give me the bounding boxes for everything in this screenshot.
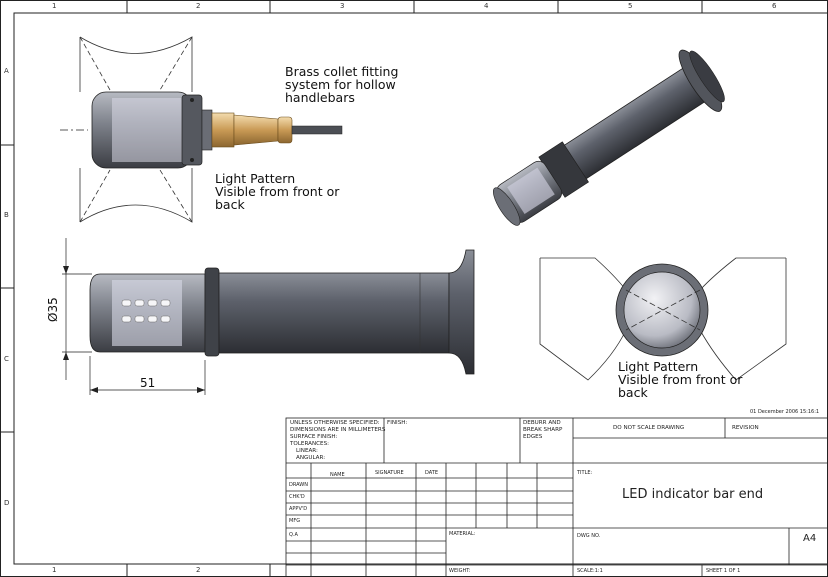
zone-col-1: 1 (52, 2, 57, 10)
diameter-dimension: Ø35 (46, 297, 60, 322)
brass-fitting-note: Brass collet fitting system for hollow h… (285, 65, 398, 104)
finish-label: FINISH: (387, 420, 408, 426)
title-label: TITLE: (577, 470, 593, 476)
note-line: back (215, 197, 245, 212)
spec-line: DIMENSIONS ARE IN MILLIMETERS (290, 427, 386, 433)
zone-col-5: 5 (628, 2, 633, 10)
row-drawn: DRAWN (289, 482, 308, 488)
col-date-header: DATE (425, 470, 439, 476)
side-view-top (60, 36, 343, 223)
spec-line: ANGULAR: (296, 455, 326, 461)
dwg-no-label: DWG NO. (577, 533, 601, 539)
deburr-line: DEBURR AND (523, 420, 561, 426)
light-pattern-note-right: Light Pattern Visible from front or back (618, 360, 742, 399)
material-label: MATERIAL: (449, 531, 476, 537)
zone-row-c: C (4, 355, 9, 363)
weight-label: WEIGHT: (449, 568, 471, 574)
spec-line: UNLESS OTHERWISE SPECIFIED: (290, 420, 380, 426)
revision-label: REVISION (732, 425, 759, 431)
note-line: back (618, 385, 648, 400)
length-dimension: 51 (140, 376, 156, 390)
sheet-label: SHEET 1 OF 1 (706, 568, 741, 574)
note-line: system for hollow (285, 77, 396, 92)
zone-col-6: 6 (772, 2, 777, 10)
zone-row-b: B (4, 211, 9, 219)
row-qa: Q.A (289, 532, 298, 538)
zone-col-3: 3 (340, 2, 345, 10)
row-checked: CHK'D (289, 494, 305, 500)
deburr-line: EDGES (523, 434, 543, 440)
row-mfg: MFG (289, 518, 301, 524)
zone-row-d: D (4, 499, 10, 507)
general-spec-notes: UNLESS OTHERWISE SPECIFIED: DIMENSIONS A… (290, 420, 385, 462)
deburr-note: DEBURR AND BREAK SHARP EDGES (523, 420, 562, 441)
zone-col-1-bottom: 1 (52, 566, 57, 574)
do-not-scale-label: DO NOT SCALE DRAWING (613, 425, 685, 431)
spec-line: SURFACE FINISH: (290, 434, 338, 440)
drawing-title: LED indicator bar end (622, 487, 764, 502)
spec-line: TOLERANCES: (290, 441, 330, 447)
note-line: Light Pattern (215, 171, 296, 186)
light-pattern-note-top: Light Pattern Visible from front or back (215, 172, 339, 211)
isometric-view (493, 49, 725, 226)
deburr-line: BREAK SHARP (523, 427, 563, 433)
note-line: Brass collet fitting (285, 64, 399, 79)
zone-col-4: 4 (484, 2, 489, 10)
zone-col-2-bottom: 2 (196, 566, 201, 574)
zone-row-a: A (4, 67, 9, 75)
zone-col-2: 2 (196, 2, 201, 10)
scale-label: SCALE:1:1 (577, 568, 603, 574)
title-block-frame (285, 417, 828, 577)
note-line: Visible from front or (215, 184, 340, 199)
date-stamp: 01 December 2006 15:16:1 (750, 409, 820, 415)
col-signature-header: SIGNATURE (375, 470, 404, 476)
end-view (539, 257, 787, 381)
col-name-header: NAME (330, 472, 345, 478)
row-approved: APPV'D (289, 506, 308, 512)
note-line: handlebars (285, 90, 355, 105)
spec-line: LINEAR: (296, 448, 318, 454)
sheet-size: A4 (803, 533, 817, 544)
note-line: Light Pattern (618, 359, 699, 374)
front-view (62, 238, 475, 395)
note-line: Visible from front or (618, 372, 743, 387)
